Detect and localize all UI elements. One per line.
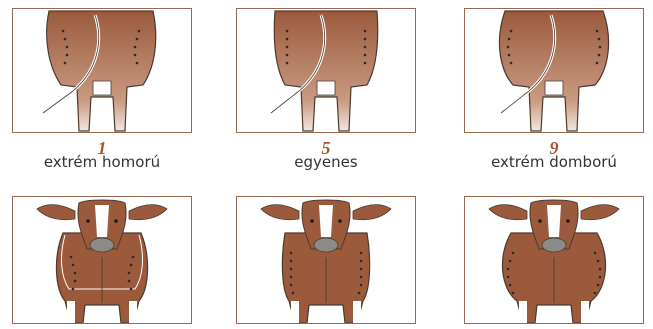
score-label-5: egyenes (241, 153, 411, 171)
cow-rear-concave-illustration (13, 9, 191, 132)
cow-front-convex-illustration (465, 197, 643, 323)
cow-rear-convex-illustration (465, 9, 643, 132)
front-view-panel-5 (236, 196, 416, 324)
cow-front-concave-illustration (13, 197, 191, 323)
front-view-panel-1 (12, 196, 192, 324)
rear-view-panel-1 (12, 8, 192, 133)
rear-view-panel-9 (464, 8, 644, 133)
rear-view-panel-5 (236, 8, 416, 133)
cow-front-straight-illustration (237, 197, 415, 323)
score-label-1: extrém homorú (17, 153, 187, 171)
score-label-9: extrém domború (469, 153, 639, 171)
cow-rear-straight-illustration (237, 9, 415, 132)
front-view-panel-9 (464, 196, 644, 324)
